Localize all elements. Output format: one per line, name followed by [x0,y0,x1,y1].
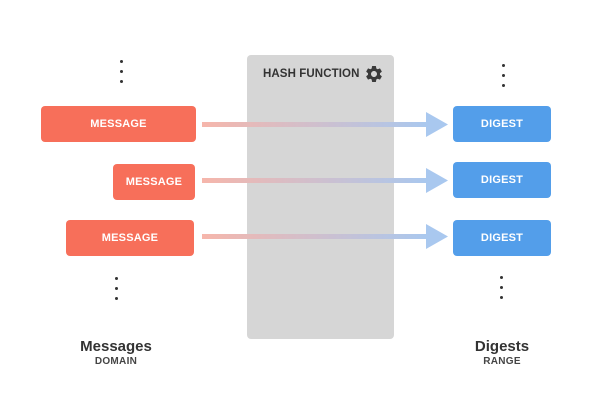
range-caption: Digests RANGE [432,338,572,367]
message-box-2: MESSAGE [113,164,195,200]
domain-caption-subtitle: DOMAIN [94,356,138,367]
messages-ellipsis-bottom [115,277,119,301]
digest-box-3: DIGEST [453,220,551,256]
hash-function-panel: HASH FUNCTION [247,55,394,339]
digest-label: DIGEST [480,232,524,244]
digest-box-2: DIGEST [453,162,551,198]
message-box-1: MESSAGE [41,106,196,142]
hash-function-title: HASH FUNCTION [263,68,360,80]
domain-caption: Messages DOMAIN [46,338,186,367]
gear-icon [366,66,382,82]
domain-caption-title: Messages [80,338,152,355]
digests-ellipsis-top [502,64,506,88]
messages-ellipsis-top [120,60,124,84]
message-box-3: MESSAGE [66,220,194,256]
message-label: MESSAGE [101,232,159,244]
message-label: MESSAGE [90,118,147,130]
digest-box-1: DIGEST [453,106,551,142]
range-caption-subtitle: RANGE [483,356,521,367]
digests-ellipsis-bottom [500,276,504,300]
range-caption-title: Digests [474,338,530,355]
message-label: MESSAGE [125,176,183,188]
digest-label: DIGEST [480,118,524,130]
digest-label: DIGEST [480,174,524,186]
